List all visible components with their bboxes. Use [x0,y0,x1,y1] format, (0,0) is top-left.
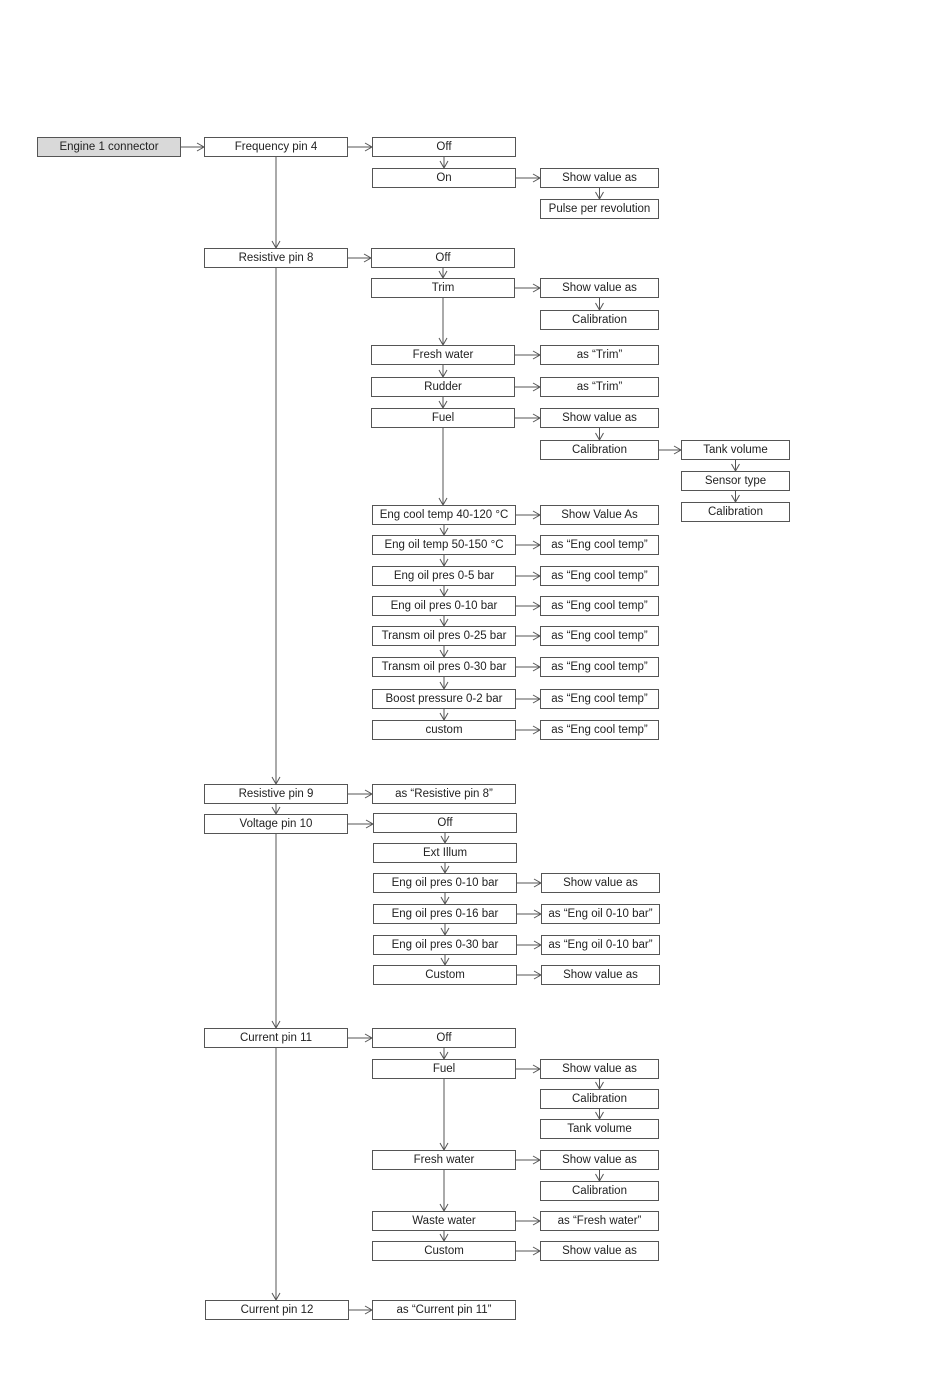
engine-1-connector-node: Engine 1 connector [37,137,181,157]
voltage-pin-10-node: Voltage pin 10 [204,814,348,834]
res9-as-resistive-8-node: as “Resistive pin 8” [372,784,516,804]
cur-fresh-water-node: Fresh water [372,1150,516,1170]
res8-eng-oil-pres-5-node: Eng oil pres 0-5 bar [372,566,516,586]
res8-boost-pressure-as-node: as “Eng cool temp” [540,689,659,709]
cur-fresh-calibration-node: Calibration [540,1181,659,1201]
volt-custom-show-value-node: Show value as [541,965,660,985]
freq-show-value-node: Show value as [540,168,659,188]
volt-eng-oil-30-as-node: as “Eng oil 0-10 bar” [541,935,660,955]
res8-off-node: Off [371,248,515,268]
res8-fuel-calibration-node: Calibration [540,440,659,460]
res8-custom-as-node: as “Eng cool temp” [540,720,659,740]
cur-custom-show-value-node: Show value as [540,1241,659,1261]
frequency-pin-4-node: Frequency pin 4 [204,137,348,157]
res8-fresh-water-node: Fresh water [371,345,515,365]
res8-eng-oil-temp-node: Eng oil temp 50-150 °C [372,535,516,555]
res8-trim-show-value-node: Show value as [540,278,659,298]
res8-eng-oil-temp-as-node: as “Eng cool temp” [540,535,659,555]
res8-fuel-show-value-node: Show value as [540,408,659,428]
cur-custom-node: Custom [372,1241,516,1261]
res8-fresh-as-trim-node: as “Trim” [540,345,659,365]
res8-trim-node: Trim [371,278,515,298]
cur-waste-water-node: Waste water [372,1211,516,1231]
res8-custom-node: custom [372,720,516,740]
res8-transm-oil-25-node: Transm oil pres 0-25 bar [372,626,516,646]
current-pin-11-node: Current pin 11 [204,1028,348,1048]
res8-trim-calibration-node: Calibration [540,310,659,330]
cur-fresh-show-value-node: Show value as [540,1150,659,1170]
cur-fuel-show-value-node: Show value as [540,1059,659,1079]
resistive-pin-8-node: Resistive pin 8 [204,248,348,268]
res8-eng-cool-temp-node: Eng cool temp 40-120 °C [372,505,516,525]
volt-off-node: Off [373,813,517,833]
pulse-per-revolution-node: Pulse per revolution [540,199,659,219]
res8-sensor-type-node: Sensor type [681,471,790,491]
volt-eng-oil-pres-16-node: Eng oil pres 0-16 bar [373,904,517,924]
res8-eng-oil-pres-5-as-node: as “Eng cool temp” [540,566,659,586]
volt-eng-oil-pres-30-node: Eng oil pres 0-30 bar [373,935,517,955]
resistive-pin-9-node: Resistive pin 9 [204,784,348,804]
res8-tank-volume-node: Tank volume [681,440,790,460]
cur-fuel-tank-volume-node: Tank volume [540,1119,659,1139]
res8-rudder-node: Rudder [371,377,515,397]
cur12-as-current-11-node: as “Current pin 11” [372,1300,516,1320]
cur-fuel-calibration-node: Calibration [540,1089,659,1109]
freq-on-node: On [372,168,516,188]
res8-rudder-as-trim-node: as “Trim” [540,377,659,397]
res8-transm-oil-25-as-node: as “Eng cool temp” [540,626,659,646]
res8-eng-cool-show-value-node: Show Value As [540,505,659,525]
cur-waste-as-fresh-node: as “Fresh water” [540,1211,659,1231]
current-pin-12-node: Current pin 12 [205,1300,349,1320]
res8-boost-pressure-node: Boost pressure 0-2 bar [372,689,516,709]
res8-transm-oil-30-as-node: as “Eng cool temp” [540,657,659,677]
volt-eng-oil-10-show-value-node: Show value as [541,873,660,893]
volt-eng-oil-pres-10-node: Eng oil pres 0-10 bar [373,873,517,893]
res8-eng-oil-pres-10-as-node: as “Eng cool temp” [540,596,659,616]
cur-off-node: Off [372,1028,516,1048]
res8-sensor-calibration-node: Calibration [681,502,790,522]
volt-eng-oil-16-as-node: as “Eng oil 0-10 bar” [541,904,660,924]
volt-ext-illum-node: Ext Illum [373,843,517,863]
freq-off-node: Off [372,137,516,157]
res8-fuel-node: Fuel [371,408,515,428]
volt-custom-node: Custom [373,965,517,985]
res8-eng-oil-pres-10-node: Eng oil pres 0-10 bar [372,596,516,616]
res8-transm-oil-30-node: Transm oil pres 0-30 bar [372,657,516,677]
cur-fuel-node: Fuel [372,1059,516,1079]
